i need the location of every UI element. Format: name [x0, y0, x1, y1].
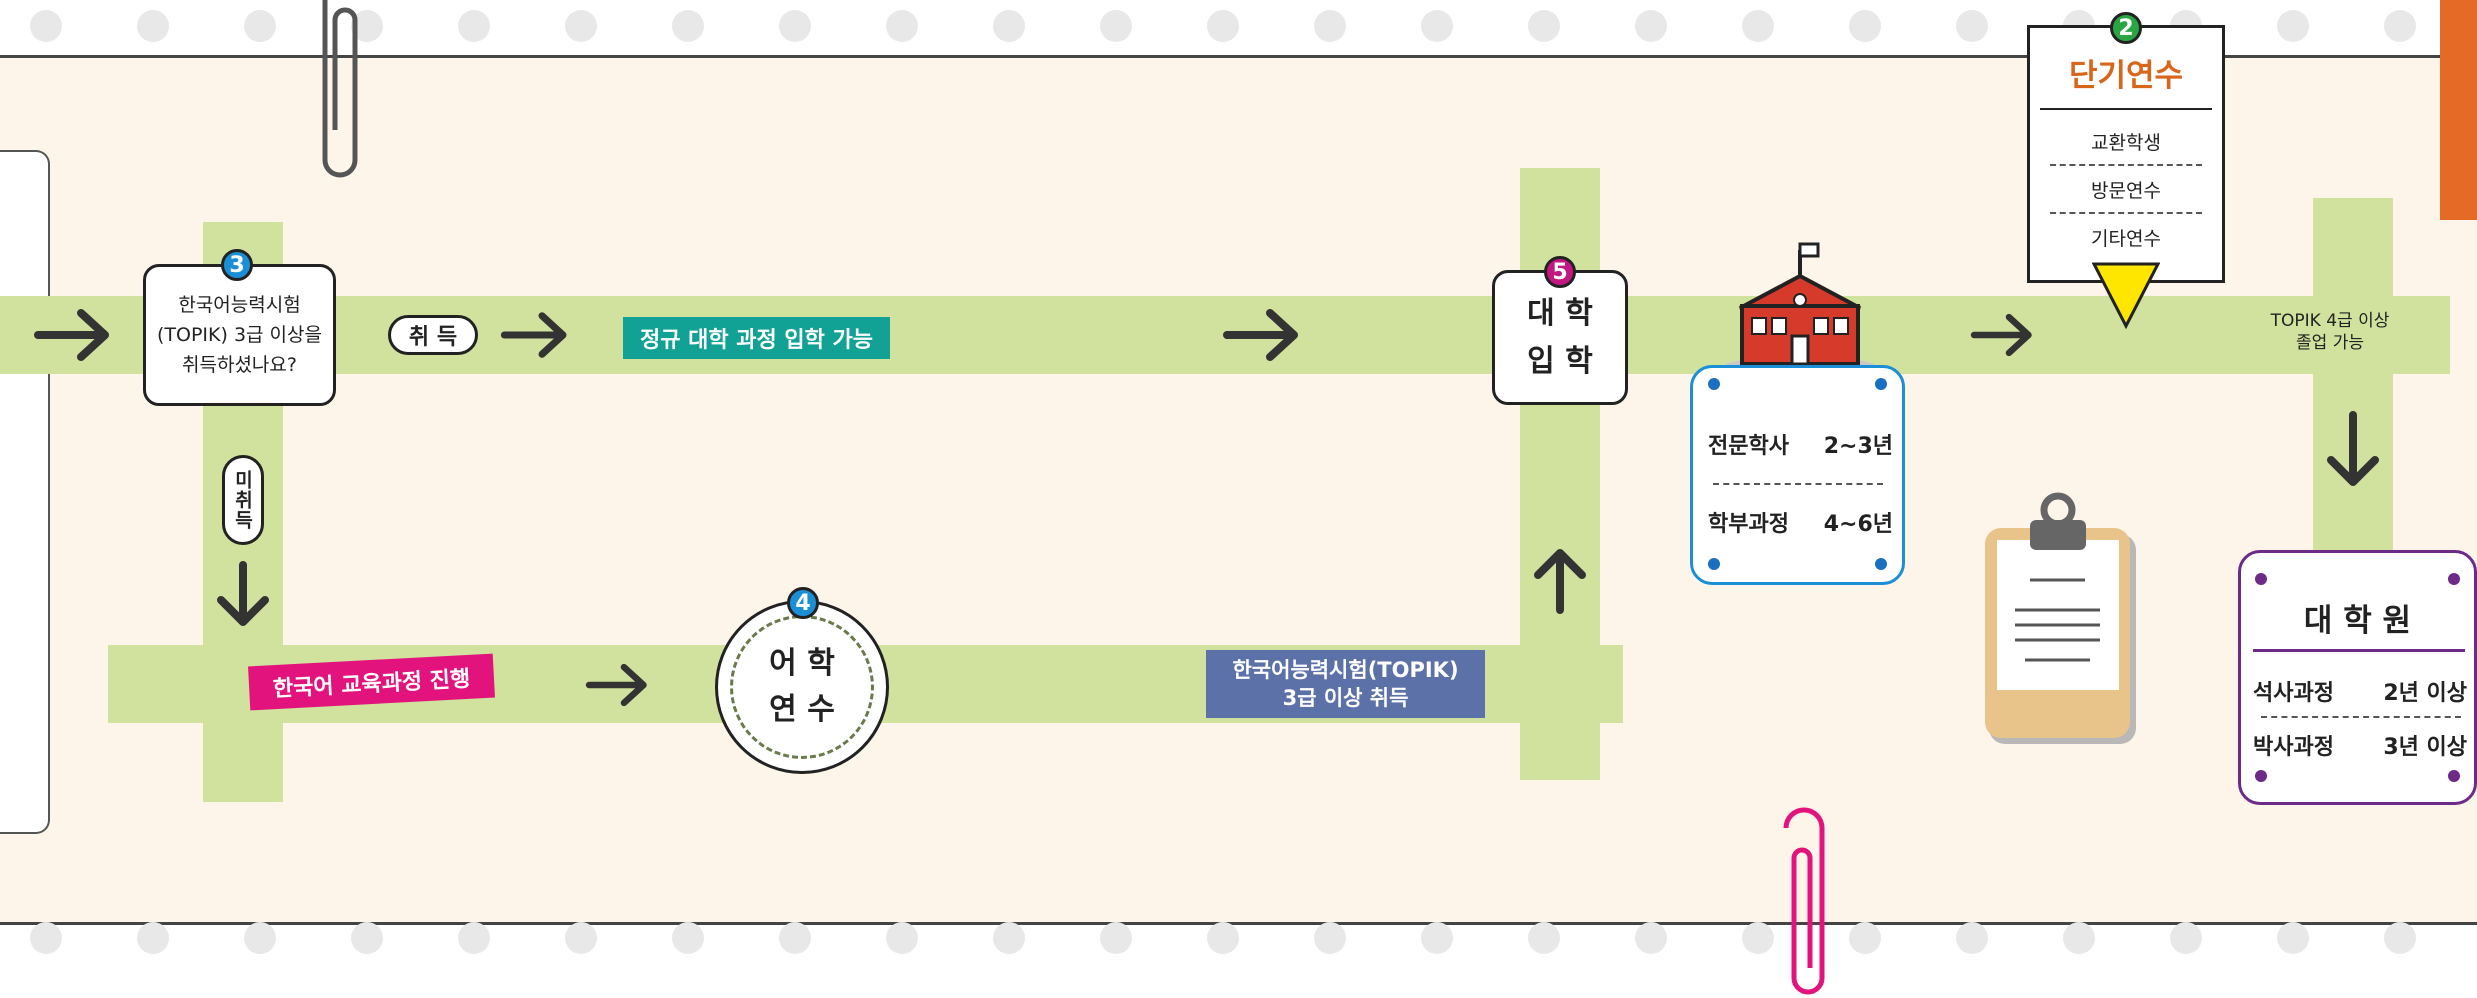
arrow-right-icon — [1223, 309, 1298, 361]
row-name: 박사과정 — [2253, 735, 2334, 760]
graduate-school-title: 대 학 원 — [2303, 603, 2412, 639]
arrow-right-icon — [1970, 313, 2032, 357]
divider — [2050, 164, 2202, 166]
row-years: 3년 이상 — [2383, 735, 2467, 760]
paperclip-icon — [1783, 807, 1825, 995]
arrow-right-icon — [34, 309, 109, 361]
topik-result-line: 한국어능력시험(TOPIK) — [1232, 658, 1459, 682]
university-row: 학부과정 4~6년 — [1708, 506, 1893, 538]
step4-line1: 어 학 — [769, 646, 835, 681]
step5-line1: 대 학 — [1527, 295, 1593, 331]
yellow-triangle-pointer — [2092, 262, 2160, 330]
short-term-card: 단기연수 교환학생 방문연수 기타연수 — [2027, 25, 2225, 283]
graduate-row: 박사과정 3년 이상 — [2253, 729, 2467, 761]
arrow-right-icon — [585, 663, 647, 707]
topik-result-label: 한국어능력시험(TOPIK) 3급 이상 취득 — [1206, 650, 1485, 718]
arrow-right-icon — [500, 312, 567, 358]
step3-badge: 3 — [221, 249, 253, 281]
graduation-note: TOPIK 4급 이상 졸업 가능 — [2240, 310, 2420, 354]
short-term-title: 단기연수 — [2068, 58, 2184, 94]
step5-badge: 5 — [1544, 256, 1576, 288]
acquired-pill: 취 득 — [388, 315, 478, 355]
right-vertical-tape — [2313, 198, 2393, 593]
paperclip-icon — [322, 0, 358, 178]
row-name: 석사과정 — [2253, 681, 2334, 706]
clipboard-icon — [1985, 492, 2136, 744]
graduate-school-card: 대 학 원 석사과정 2년 이상 박사과정 3년 이상 — [2238, 550, 2477, 805]
step4-badge: 4 — [787, 587, 819, 619]
left-frame — [0, 150, 50, 834]
row-years: 2~3년 — [1823, 434, 1893, 459]
step5-box: 대 학 입 학 — [1492, 270, 1628, 405]
university-card: 전문학사 2~3년 학부과정 4~6년 — [1690, 365, 1905, 585]
orange-corner-decor — [2440, 0, 2477, 220]
question-line: 취득하셨나요? — [182, 354, 297, 376]
regular-admission-label: 정규 대학 과정 입학 가능 — [623, 317, 890, 359]
step3-question-box: 한국어능력시험 (TOPIK) 3급 이상을 취득하셨나요? — [143, 264, 336, 406]
not-acquired-pill: 미취득 — [222, 455, 264, 545]
step4-circle: 어 학 연 수 — [715, 600, 889, 774]
divider — [2050, 212, 2202, 214]
graduate-row: 석사과정 2년 이상 — [2253, 675, 2467, 707]
divider — [2253, 649, 2465, 652]
short-term-item: 기타연수 — [2091, 228, 2161, 250]
graduation-line: TOPIK 4급 이상 — [2270, 311, 2390, 331]
arrow-up-icon — [1534, 549, 1586, 614]
divider — [1713, 483, 1883, 485]
graduation-line: 졸업 가능 — [2296, 333, 2364, 353]
step4-line2: 연 수 — [769, 692, 835, 727]
row-years: 4~6년 — [1823, 512, 1893, 537]
row-name: 학부과정 — [1708, 512, 1789, 537]
short-term-item: 교환학생 — [2091, 132, 2161, 154]
row-name: 전문학사 — [1708, 434, 1789, 459]
university-row: 전문학사 2~3년 — [1708, 428, 1893, 460]
row-years: 2년 이상 — [2383, 681, 2467, 706]
question-line: (TOPIK) 3급 이상을 — [157, 324, 322, 346]
step2-badge: 2 — [2110, 12, 2142, 44]
topik-result-line: 3급 이상 취득 — [1282, 686, 1409, 710]
divider — [2040, 108, 2212, 110]
university-building-icon — [1722, 242, 1878, 380]
question-line: 한국어능력시험 — [178, 294, 301, 316]
divider — [2261, 716, 2461, 718]
step5-line2: 입 학 — [1527, 343, 1593, 379]
arrow-down-icon — [217, 561, 269, 626]
arrow-down-icon — [2327, 411, 2379, 486]
short-term-item: 방문연수 — [2091, 180, 2161, 202]
